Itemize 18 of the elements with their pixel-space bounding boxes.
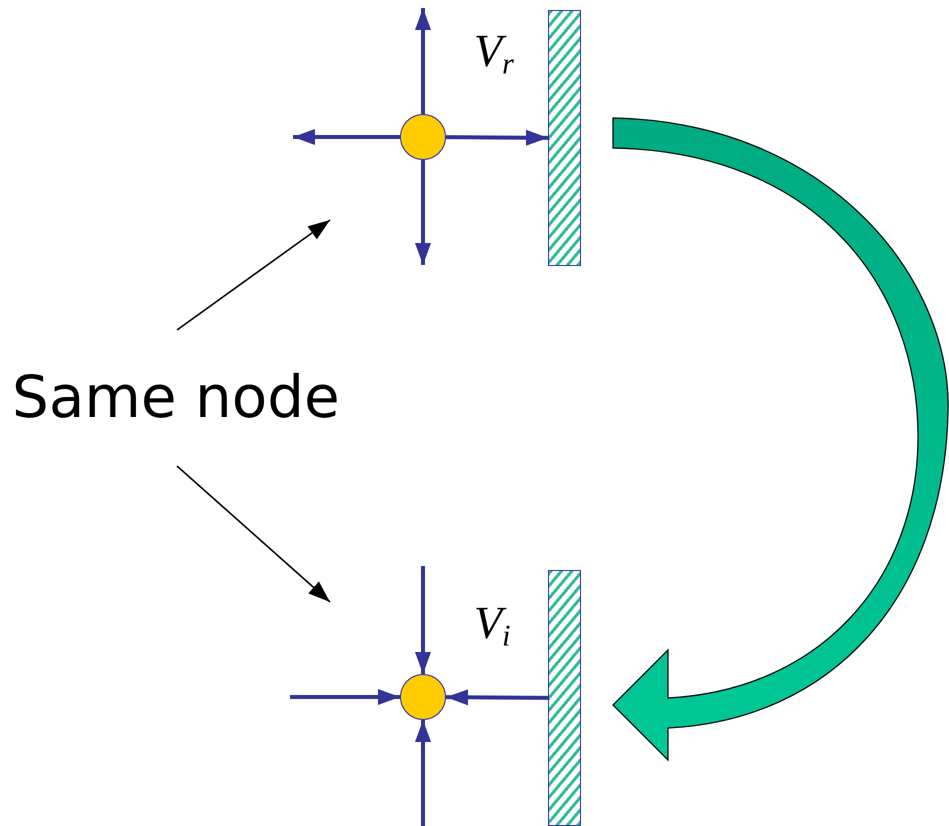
arrow [293,129,400,145]
curved-arrow [612,117,949,761]
arrow [446,130,548,146]
node-circle [400,114,446,160]
voltage-label: V$_{r}$ [474,28,514,80]
leader-line [176,219,330,331]
leader-line [176,465,331,603]
arrow [290,689,400,705]
node-label: Same node [12,330,340,426]
arrow [415,8,431,114]
arrow [415,160,431,265]
arrow [415,720,431,826]
hatched-wall [548,10,581,266]
voltage-label: V$_{i}$ [474,600,510,652]
arrow [446,689,548,706]
node-circle [400,674,446,720]
hatched-wall [548,570,581,826]
arrow [415,566,431,674]
